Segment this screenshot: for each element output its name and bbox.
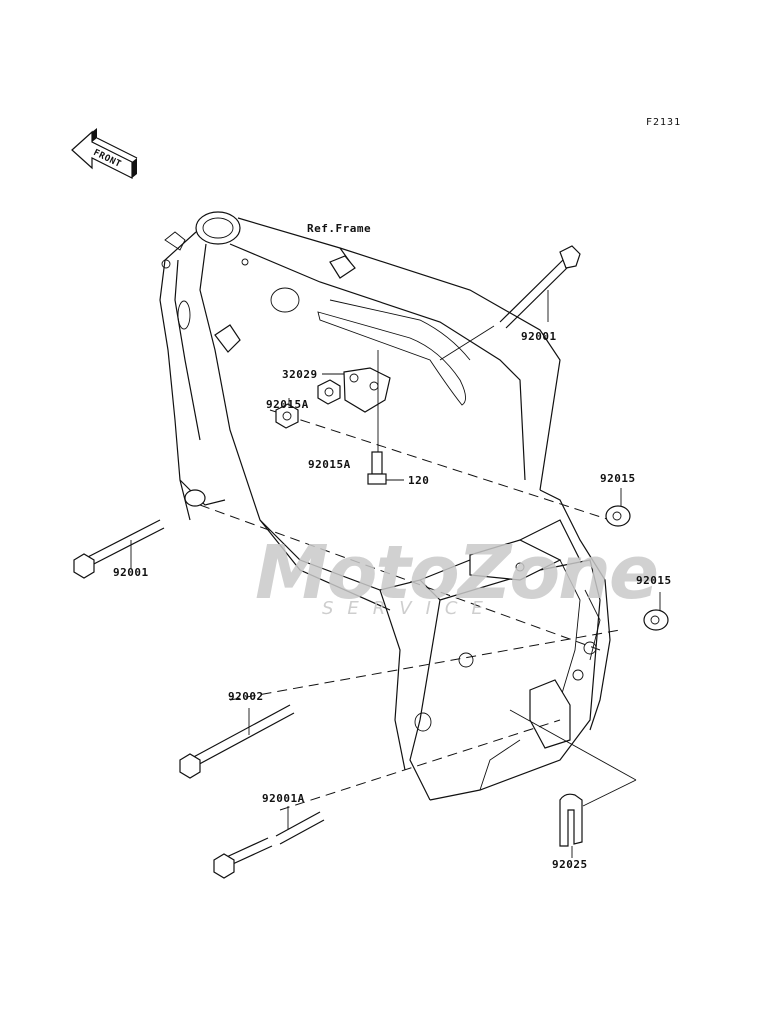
- part-label-92001-upper[interactable]: 92001: [521, 330, 557, 343]
- part-label-92015-upper[interactable]: 92015: [600, 472, 636, 485]
- part-label-92025[interactable]: 92025: [552, 858, 588, 871]
- part-label-92002[interactable]: 92002: [228, 690, 264, 703]
- part-label-92001a[interactable]: 92001A: [262, 792, 305, 805]
- ref-frame-label: Ref.Frame: [307, 222, 372, 235]
- figure-id: F2131: [646, 117, 682, 128]
- part-label-32029[interactable]: 32029: [282, 368, 318, 381]
- front-arrow-icon: [71, 128, 138, 179]
- part-label-92001-left[interactable]: 92001: [113, 566, 149, 579]
- motorcycle-frame: [159, 211, 621, 811]
- part-label-120[interactable]: 120: [408, 474, 430, 487]
- part-label-92015-lower[interactable]: 92015: [636, 574, 672, 587]
- part-graphics: [73, 245, 669, 879]
- part-label-92015a-center[interactable]: 92015A: [308, 458, 351, 471]
- part-label-92015a-left[interactable]: 92015A: [266, 398, 309, 411]
